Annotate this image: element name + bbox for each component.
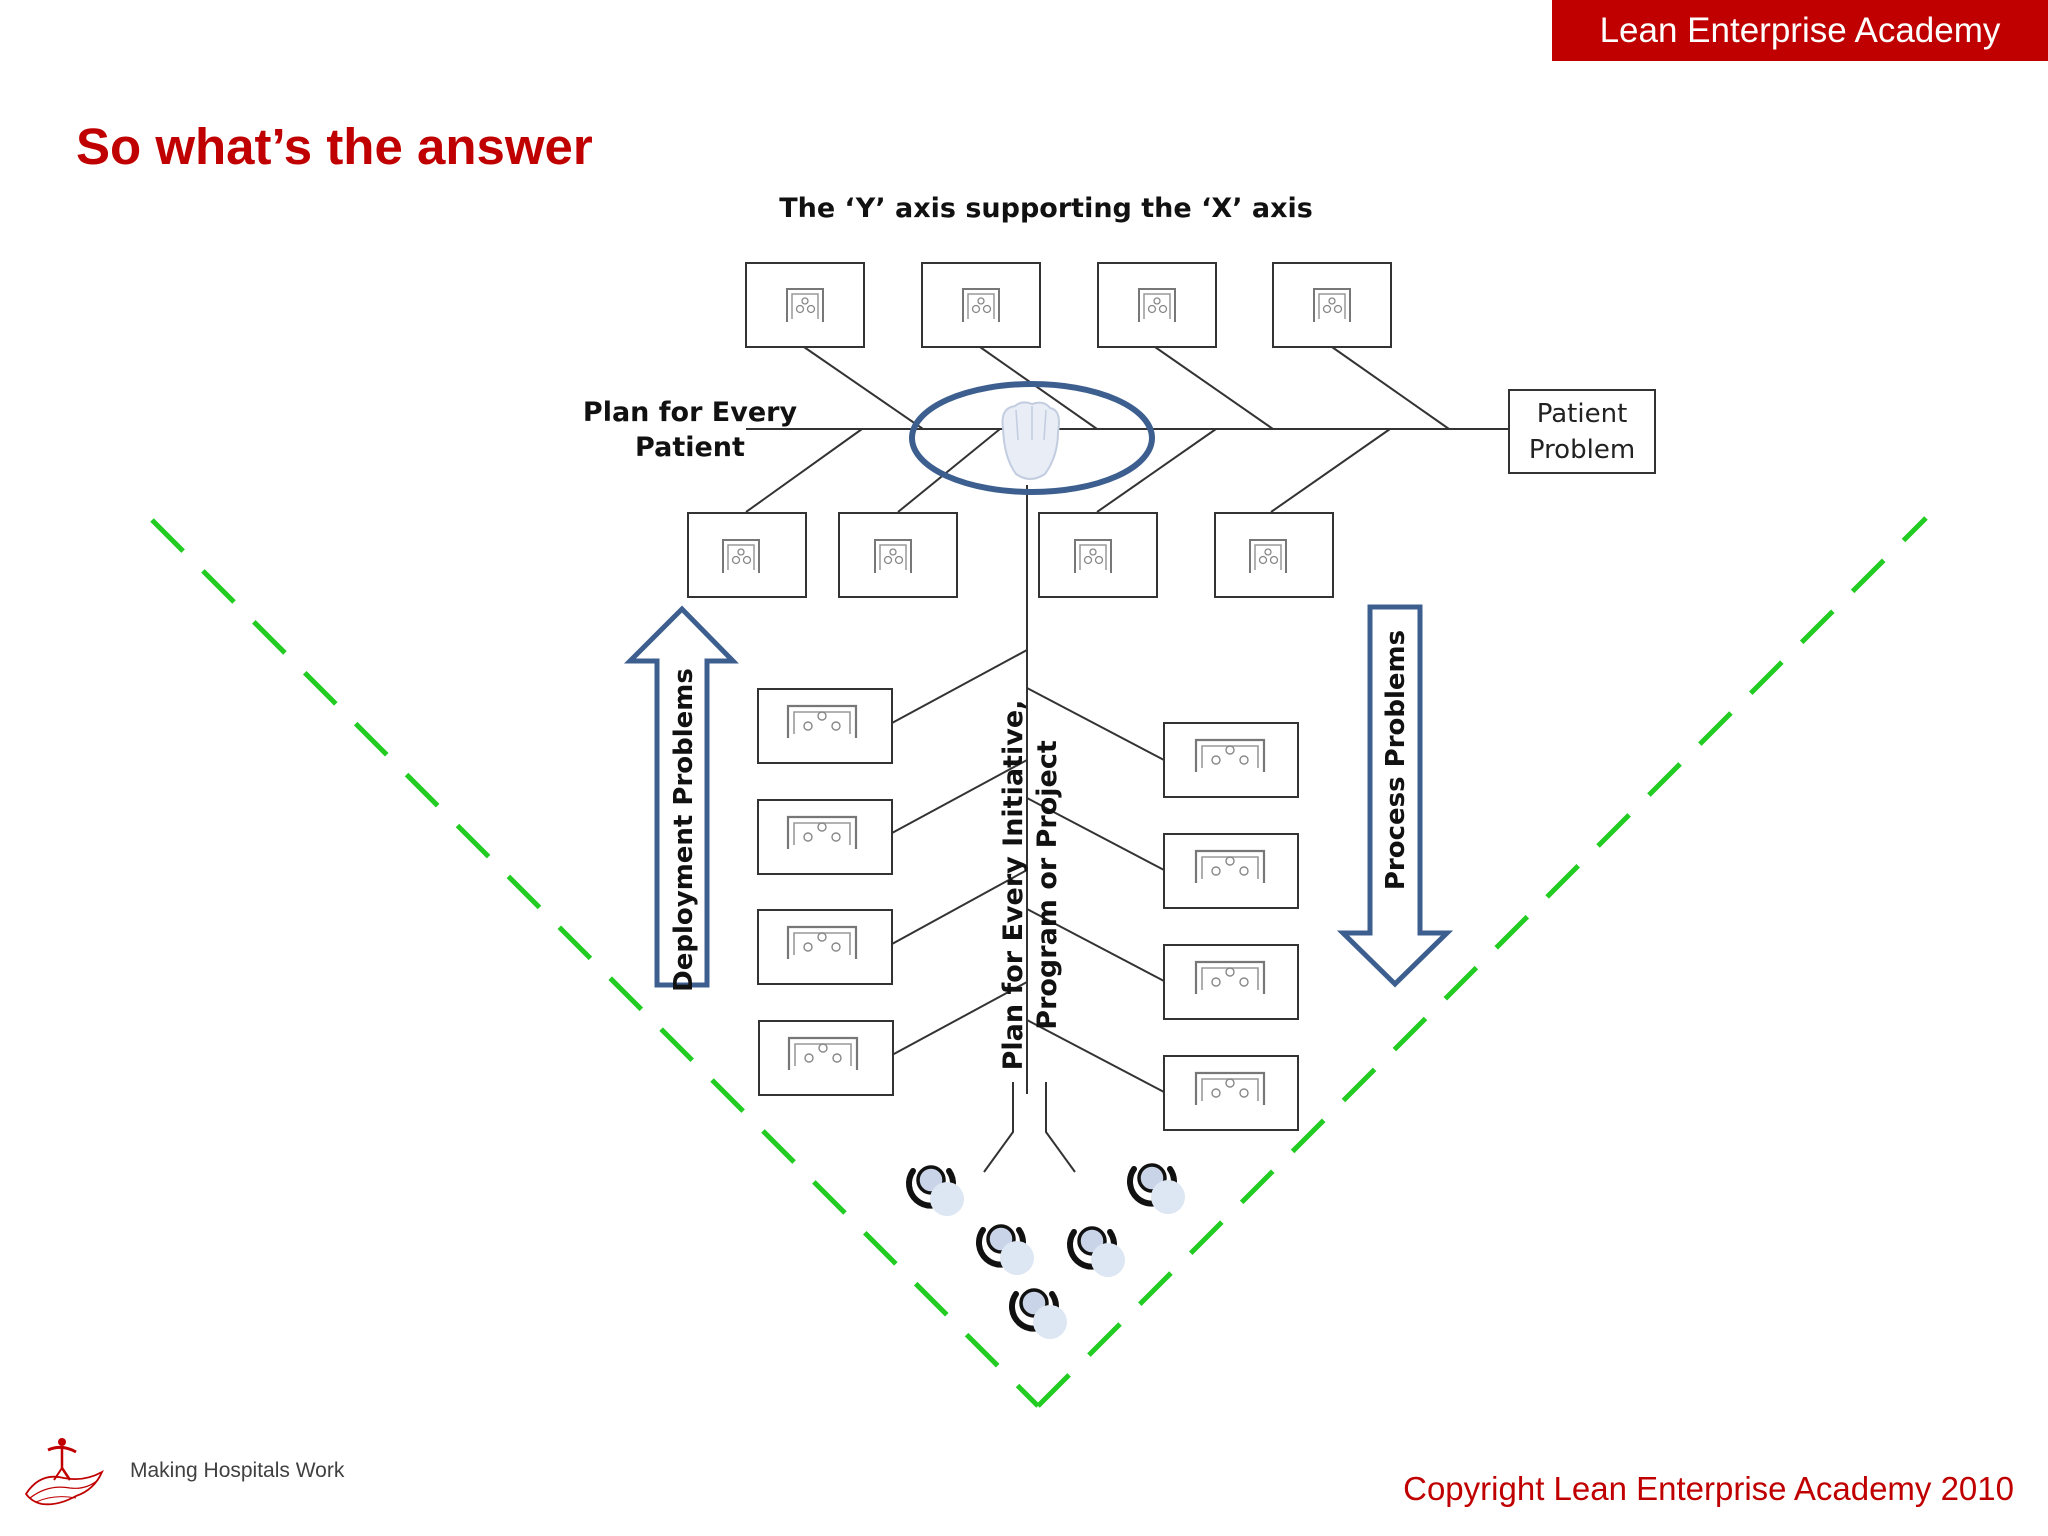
right-cause-boxes <box>1163 722 1299 1131</box>
cause-box <box>1272 262 1392 348</box>
process-problems-arrow: Process Problems <box>1336 604 1454 988</box>
bottom-cause-boxes <box>687 512 1334 598</box>
cause-box <box>757 688 893 764</box>
fist-icon <box>1001 401 1060 480</box>
footer-copyright: Copyright Lean Enterprise Academy 2010 <box>1403 1470 2014 1507</box>
focus-ellipse <box>909 381 1155 495</box>
cause-box <box>1163 722 1299 798</box>
brand-banner: Lean Enterprise Academy <box>1552 0 2048 61</box>
cause-box <box>1097 262 1217 348</box>
right-ribs <box>1026 687 1165 1093</box>
bottom-ribs <box>745 428 1391 513</box>
cause-box <box>1038 512 1158 598</box>
cause-box <box>687 512 807 598</box>
patient-problem-box: Patient Problem <box>1508 389 1656 474</box>
cause-box <box>757 909 893 985</box>
y-axis-label-line2: Program or Project <box>1032 740 1063 1030</box>
slide-title: So what’s the answer <box>76 118 593 175</box>
cause-box <box>1163 1055 1299 1131</box>
y-axis-label: Plan for Every Initiative, Program or Pr… <box>998 700 1063 1071</box>
cause-box <box>758 1020 894 1096</box>
x-axis-label-line2: Patient <box>635 432 745 463</box>
logo-icon <box>24 1438 104 1506</box>
team-people-icon <box>909 1165 1185 1339</box>
patient-problem-line2: Problem <box>1529 435 1635 465</box>
y-axis-label-line1: Plan for Every Initiative, <box>998 700 1029 1071</box>
cause-box <box>757 799 893 875</box>
green-guide-left <box>150 518 1040 1408</box>
top-cause-boxes <box>745 262 1392 348</box>
diagram-heading: The ‘Y’ axis supporting the ‘X’ axis <box>779 193 1313 224</box>
left-cause-boxes <box>757 688 894 1096</box>
cause-box <box>921 262 1041 348</box>
spine-roots <box>983 1082 1076 1173</box>
cause-box <box>1214 512 1334 598</box>
top-ribs <box>803 346 1450 430</box>
deployment-problems-label: Deployment Problems <box>669 668 699 992</box>
cause-box <box>1163 833 1299 909</box>
x-axis-label-line1: Plan for Every <box>583 397 798 428</box>
cause-box <box>1163 944 1299 1020</box>
deployment-problems-arrow: Deployment Problems <box>623 605 739 992</box>
patient-problem-line1: Patient <box>1537 399 1628 429</box>
cause-box <box>838 512 958 598</box>
process-problems-label: Process Problems <box>1381 630 1411 890</box>
left-ribs <box>891 649 1028 1056</box>
green-guide-right <box>1036 516 1928 1408</box>
cause-box <box>745 262 865 348</box>
footer-tagline: Making Hospitals Work <box>130 1459 345 1482</box>
